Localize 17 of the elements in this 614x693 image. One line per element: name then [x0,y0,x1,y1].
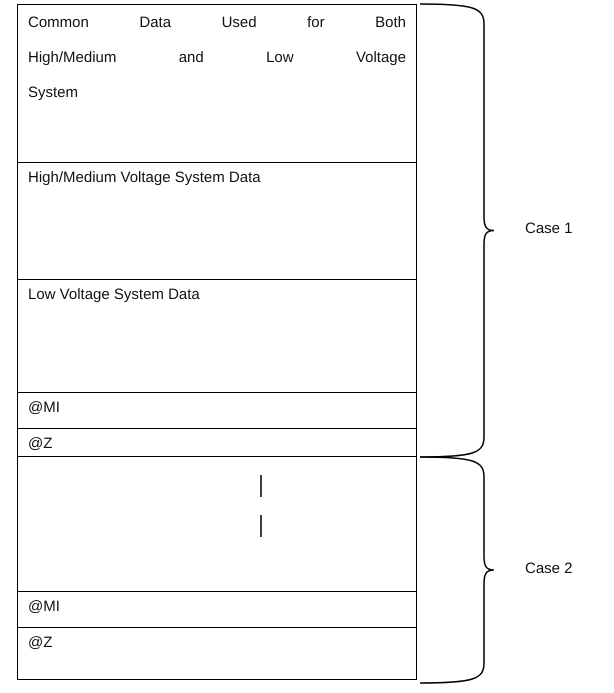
row-text: Common Data Used for Both High/Medium and Low Voltage System [28,13,406,103]
row-box [17,4,417,163]
row-box [17,392,417,429]
row-text: @Z [28,634,54,651]
case-label: Case 1 [525,220,573,237]
row-text: Low Voltage System Data [28,286,201,303]
row-box [17,627,417,680]
empty-row-box [17,456,417,592]
row-box [17,591,417,628]
row-box [17,162,417,280]
row-text: @Z [28,435,54,452]
row-box [17,279,417,393]
row-text: High/Medium Voltage System Data [28,169,262,186]
row-text: @MI [28,598,61,615]
row-box [17,428,417,457]
case-label: Case 2 [525,560,573,577]
row-text: @MI [28,399,61,416]
